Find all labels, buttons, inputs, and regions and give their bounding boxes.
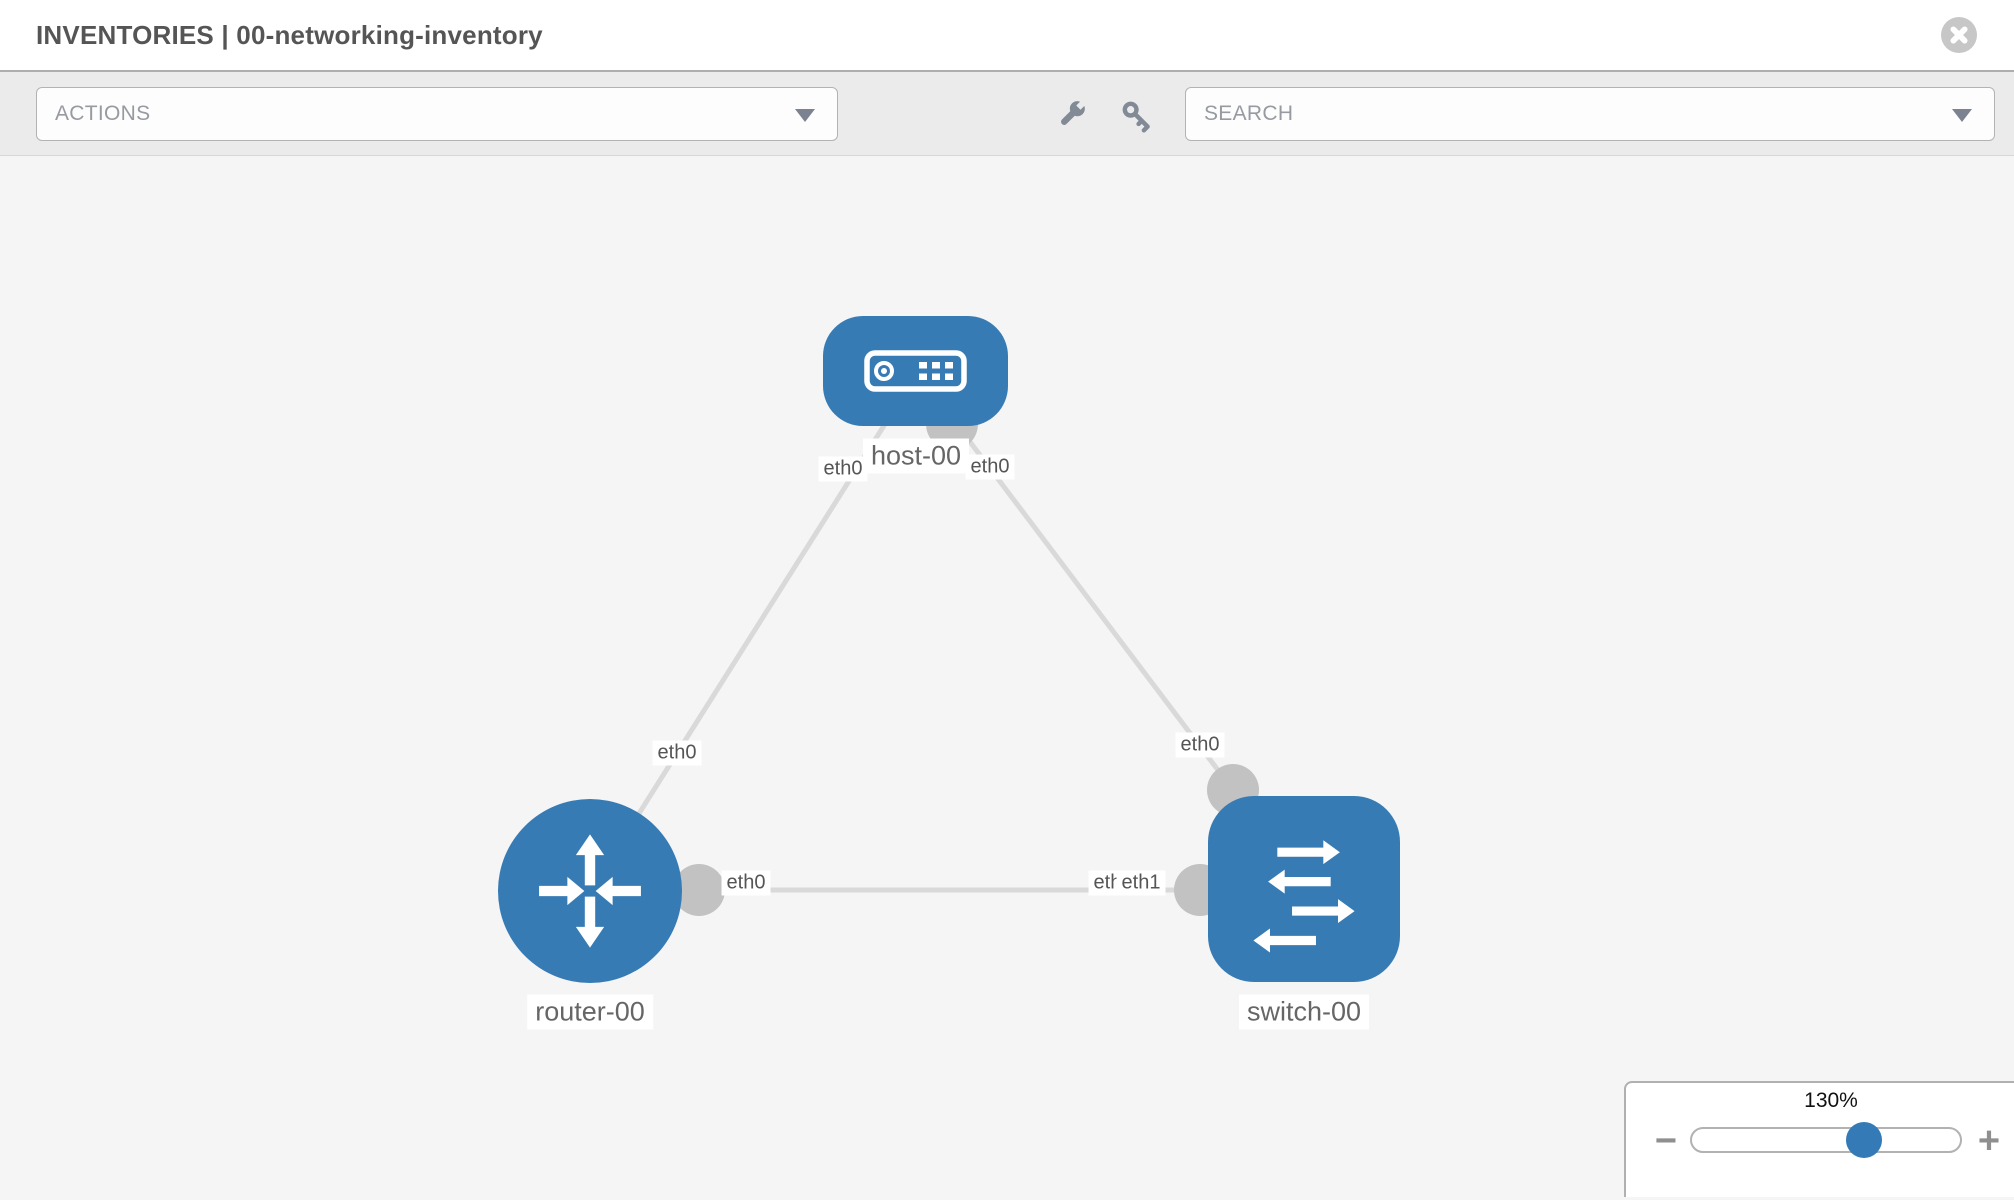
interface-label: eth0 <box>721 870 771 896</box>
node-host-00[interactable] <box>823 316 1008 426</box>
node-label-switch: switch-00 <box>1238 994 1370 1030</box>
interface-label: eth0 <box>818 456 868 482</box>
switch-icon <box>1253 840 1355 953</box>
chevron-down-icon <box>795 109 815 122</box>
interface-label: eth0 <box>965 454 1015 480</box>
close-button[interactable] <box>1941 17 1977 53</box>
endpoint-dot-router <box>673 864 725 916</box>
key-icon[interactable] <box>1119 98 1155 134</box>
actions-dropdown-label: ACTIONS <box>55 102 151 125</box>
header: INVENTORIES | 00-networking-inventory <box>0 0 2014 70</box>
zoom-slider-thumb[interactable] <box>1846 1122 1882 1158</box>
zoom-slider-track[interactable] <box>1690 1127 1962 1153</box>
router-icon <box>539 834 641 948</box>
wrench-icon[interactable] <box>1054 96 1090 132</box>
interface-label: eth0 <box>1175 732 1225 758</box>
interface-label: eth1 <box>1116 870 1166 896</box>
node-switch-00[interactable] <box>1208 796 1400 982</box>
search-placeholder: SEARCH <box>1204 102 1294 125</box>
search-dropdown[interactable]: SEARCH <box>1185 87 1995 141</box>
node-router-00[interactable] <box>498 799 682 983</box>
server-icon <box>864 350 967 392</box>
zoom-panel: 130% − + <box>1624 1081 2014 1197</box>
interface-label: eth0 <box>652 740 702 766</box>
page-title: INVENTORIES | 00-networking-inventory <box>36 20 543 50</box>
zoom-out-button[interactable]: − <box>1654 1120 1678 1162</box>
topology-canvas[interactable]: eth0 eth0 eth0 eth0 eth0 eth0 eth1 host-… <box>0 156 2014 1197</box>
actions-dropdown[interactable]: ACTIONS <box>36 87 838 141</box>
zoom-in-button[interactable]: + <box>1977 1120 2001 1162</box>
close-icon <box>1950 26 1968 44</box>
node-label-host: host-00 <box>862 438 970 474</box>
toolbar: ACTIONS SEARCH <box>0 70 2014 156</box>
zoom-level: 130% <box>1804 1089 1858 1112</box>
link-host-switch[interactable] <box>956 424 1235 792</box>
chevron-down-icon <box>1952 109 1972 122</box>
topology-svg <box>587 398 1259 916</box>
node-label-router: router-00 <box>527 994 653 1030</box>
